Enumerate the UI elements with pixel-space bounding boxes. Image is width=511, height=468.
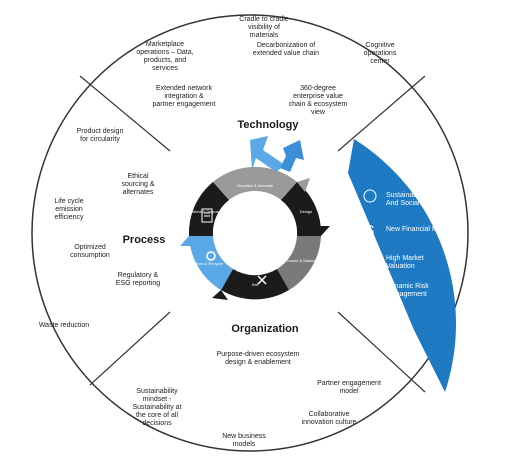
top-blue-arrow-right [280,140,304,172]
outcomes-quadrant [348,139,457,392]
divider-top-left [79,75,171,152]
organization-title: Organization [231,323,299,335]
segment-visualize [213,166,297,200]
warning-triangle-icon [362,280,378,294]
segment-label-return: Return & Recycle [191,261,223,266]
process-item: Waste reduction [39,322,89,329]
segment-label-design: Design [300,209,312,214]
segment-return [189,236,233,290]
process-item: Regulatory &ESG reporting [116,272,160,287]
top-blue-arrows [250,136,285,172]
segment-label-collect: Collect & Dispose [189,209,221,214]
segment-label-visualize: Visualize & Innovate [237,183,274,188]
segment-label-sell: Sell [252,282,259,287]
technology-title: Technology [238,119,300,131]
divider-top-right [337,75,426,152]
dollar-icon: $ [366,222,374,238]
arrow-head-2 [314,226,330,236]
segment-label-procure: Procure & Manufacture [284,258,326,263]
arrow-head-3 [212,290,228,300]
arrow-head-4 [180,236,196,246]
bar-chart-icon [363,255,378,265]
divider-bottom-right [337,311,426,393]
outcome-item: New Financial Models [386,226,455,233]
document-icon [201,208,213,223]
segment-procure [277,236,321,290]
tools-icon [257,275,267,285]
arrow-head-1 [297,178,310,192]
segment-sell [221,269,289,300]
leaf-badge-icon [363,189,377,203]
segment-design [281,182,322,236]
divider-bottom-left [89,311,171,386]
process-title: Process [123,234,166,246]
gear-icon [206,251,216,261]
outcomes-title: Outcomes [404,164,453,175]
svg-text:$: $ [366,222,374,238]
